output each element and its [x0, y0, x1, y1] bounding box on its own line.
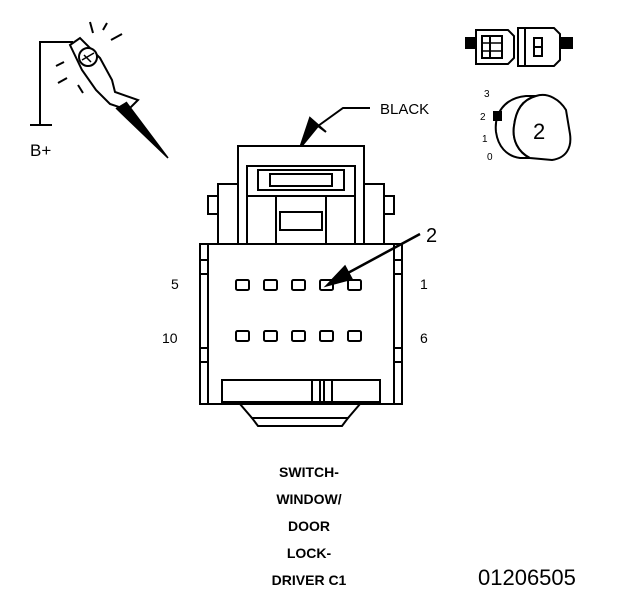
gauge-position-1: 1 [482, 134, 488, 145]
pin-label-10: 10 [162, 330, 178, 346]
pin-cavity [319, 330, 334, 342]
b-plus-label: B+ [30, 141, 51, 160]
pin-row-2 [235, 330, 362, 342]
color-callout-leader [299, 107, 370, 149]
pin-cavity [235, 330, 250, 342]
gauge-position-3: 3 [484, 89, 490, 100]
test-light-probe-icon [30, 21, 169, 159]
pin-cavity [263, 279, 278, 291]
caption-line: LOCK- [286, 545, 332, 561]
pin-cavity [291, 330, 306, 342]
pin-callout-label: 2 [426, 225, 437, 247]
switch-position-knob-icon [493, 94, 572, 162]
gauge-position-0: 0 [487, 152, 493, 163]
caption-line: DOOR [288, 518, 330, 534]
pin-callout-arrow [323, 232, 421, 288]
pin-cavity [291, 279, 306, 291]
pin-cavity [263, 330, 278, 342]
pin-cavity [235, 279, 250, 291]
figure-id: 01206505 [478, 565, 576, 590]
caption-line: SWITCH- [279, 464, 339, 480]
connector-body [199, 145, 403, 427]
color-callout-label: BLACK [380, 101, 429, 118]
pin-cavity [347, 330, 362, 342]
gauge-position-2: 2 [480, 112, 486, 123]
pin-cavity [347, 279, 362, 291]
connector-caption: SWITCH- WINDOW/ DOOR LOCK- DRIVER C1 [214, 460, 404, 595]
pin-label-5: 5 [171, 276, 179, 292]
caption-line: WINDOW/ [276, 491, 342, 507]
pin-label-6: 6 [420, 330, 428, 346]
caption-line: DRIVER C1 [271, 572, 347, 588]
gauge-selected-number: 2 [533, 119, 545, 144]
pin-label-1: 1 [420, 276, 428, 292]
connector-key-icon [465, 27, 573, 67]
